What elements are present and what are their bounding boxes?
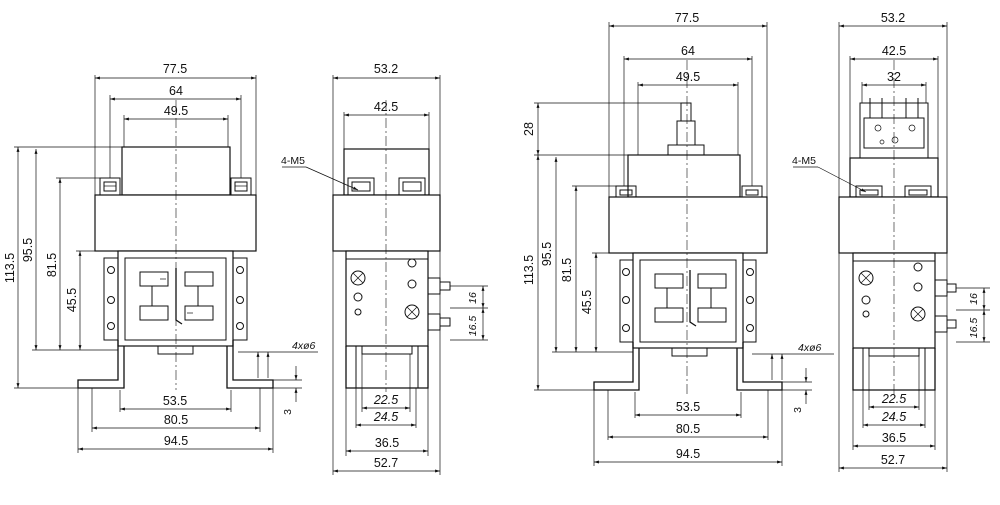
drawing-b-side-dimensions: 53.2 42.5 32 4-M5 16 16.5 22.5 24.5 36.5	[792, 11, 990, 472]
dim-a-thickness: 3	[282, 409, 294, 415]
dim-b-height-3: 81.5	[560, 258, 574, 282]
drawing-a-side-dimensions: 53.2 42.5 4-M5 16 16.5 22.5 24.5 36.5	[281, 62, 488, 475]
dim-a-term-1: 16	[467, 292, 479, 304]
side-coil-cap	[343, 148, 430, 196]
dim-b-side-width-pins: 32	[887, 70, 901, 84]
dim-b-side-bottom-4: 52.7	[881, 453, 905, 467]
drawing-b-front-dimensions: 77.5 64 49.5 28 113.5 95.5 81.5 45.5 53.…	[522, 11, 834, 466]
dim-b-side-width-inner: 42.5	[882, 44, 906, 58]
dim-b-side-bottom-3: 36.5	[882, 431, 906, 445]
mount-block	[94, 194, 257, 252]
dim-b-thickness: 3	[792, 407, 804, 413]
dim-a-side-bottom-2: 24.5	[373, 410, 398, 424]
foot-left	[77, 340, 125, 389]
dim-a-height-overall: 113.5	[3, 253, 17, 283]
top-terminal-pin	[680, 102, 692, 122]
drawing-b-front-view	[593, 60, 783, 394]
dim-a-term-2: 16.5	[467, 316, 479, 337]
dim-a-bottom-1: 53.5	[163, 394, 187, 408]
dim-b-height-overall: 113.5	[522, 255, 536, 285]
dim-b-height-4: 45.5	[580, 290, 594, 314]
drawing-a-side-view	[332, 100, 451, 392]
contact-assembly	[139, 268, 214, 325]
dim-a-bottom-3: 94.5	[164, 434, 188, 448]
drawing-a-front-dimensions: 77.5 64 49.5 113.5 95.5 81.5 45.5 53.5 8…	[3, 62, 318, 453]
terminal-tab-upper	[427, 277, 441, 295]
m5-screw-left	[99, 177, 121, 196]
dim-b-hole-note: 4xø6	[798, 342, 822, 354]
dim-a-side-bottom-1: 22.5	[373, 393, 398, 407]
ear-right	[232, 257, 248, 341]
side-m5-screws	[347, 177, 426, 196]
b-mount-block	[608, 196, 768, 254]
dim-b-term-2: 16.5	[968, 318, 980, 339]
dim-a-hole-note: 4xø6	[292, 340, 316, 352]
ear-left	[103, 257, 119, 341]
dim-b-term-1: 16	[968, 293, 980, 305]
dim-b-width-overall: 77.5	[675, 11, 699, 25]
dim-b-side-width-overall: 53.2	[881, 11, 905, 25]
terminal-screw	[350, 270, 366, 286]
dim-b-width-inner: 49.5	[676, 70, 700, 84]
b-coil-cap	[627, 154, 741, 198]
dim-a-side-width-inner: 42.5	[374, 100, 398, 114]
dim-b-top-extra: 28	[522, 122, 536, 136]
dim-a-height-3: 81.5	[45, 253, 59, 277]
m5-screw-right	[230, 177, 252, 196]
b-contact-assembly	[654, 270, 727, 327]
dim-b-bottom-1: 53.5	[676, 400, 700, 414]
dim-b-bottom-3: 94.5	[676, 447, 700, 461]
dim-a-side-bottom-4: 52.7	[374, 456, 398, 470]
dim-a-height-4: 45.5	[65, 288, 79, 312]
dim-b-side-bottom-2: 24.5	[881, 410, 906, 424]
dim-a-thread-note: 4-M5	[281, 155, 305, 167]
dim-a-width-mount: 64	[169, 84, 183, 98]
drawing-a-front-view	[77, 100, 274, 390]
dim-a-width-inner: 49.5	[164, 104, 188, 118]
b-side-mount-block	[838, 196, 948, 254]
dim-b-bottom-2: 80.5	[676, 422, 700, 436]
dim-a-side-width-overall: 53.2	[374, 62, 398, 76]
dim-b-height-2: 95.5	[540, 242, 554, 266]
dim-b-thread-note: 4-M5	[792, 155, 816, 167]
dim-a-height-2: 95.5	[21, 238, 35, 262]
b-contact-housing	[632, 252, 744, 349]
dim-a-width-overall: 77.5	[163, 62, 187, 76]
dim-a-side-bottom-3: 36.5	[375, 436, 399, 450]
dim-a-bottom-2: 80.5	[164, 413, 188, 427]
side-mount-block	[332, 194, 441, 252]
terminal-tab-lower	[427, 313, 441, 331]
drawing-b-side-view	[838, 60, 957, 394]
dim-b-side-bottom-1: 22.5	[881, 392, 906, 406]
dim-b-width-mount: 64	[681, 44, 695, 58]
foot-right	[226, 340, 274, 389]
